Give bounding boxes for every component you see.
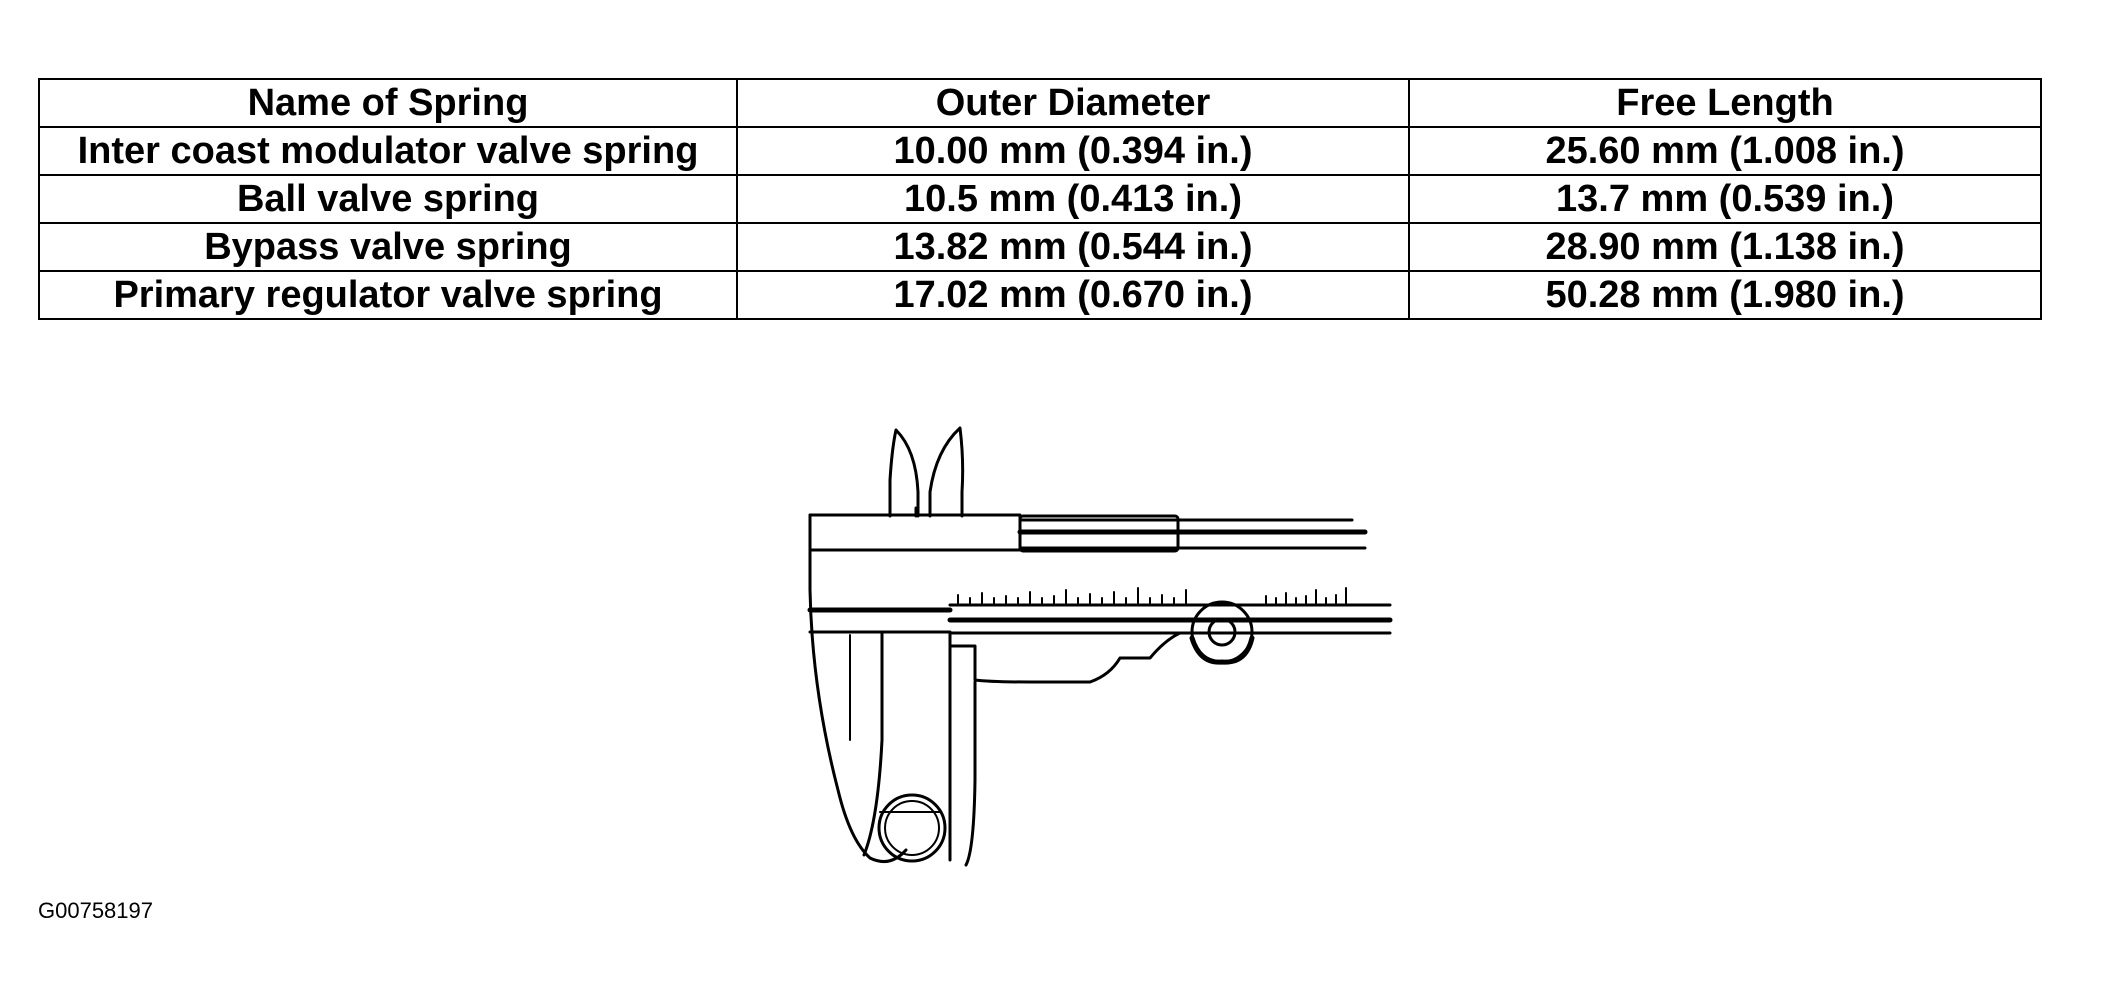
table-header-row: Name of Spring Outer Diameter Free Lengt… (38, 78, 2042, 128)
outer-diameter-cell: 17.02 mm (0.670 in.) (736, 270, 1410, 320)
spring-name-cell: Ball valve spring (38, 174, 738, 224)
header-outer-diameter: Outer Diameter (736, 78, 1410, 128)
spring-name-cell: Inter coast modulator valve spring (38, 126, 738, 176)
table-row: Bypass valve spring 13.82 mm (0.544 in.)… (38, 222, 2042, 272)
table-row: Inter coast modulator valve spring 10.00… (38, 126, 2042, 176)
table-row: Primary regulator valve spring 17.02 mm … (38, 270, 2042, 320)
spring-name-cell: Bypass valve spring (38, 222, 738, 272)
outer-diameter-cell: 13.82 mm (0.544 in.) (736, 222, 1410, 272)
spring-name-cell: Primary regulator valve spring (38, 270, 738, 320)
free-length-cell: 28.90 mm (1.138 in.) (1408, 222, 2042, 272)
vernier-caliper-measuring-spring-icon (790, 420, 1410, 880)
outer-diameter-cell: 10.5 mm (0.413 in.) (736, 174, 1410, 224)
free-length-cell: 50.28 mm (1.980 in.) (1408, 270, 2042, 320)
header-name-of-spring: Name of Spring (38, 78, 738, 128)
header-free-length: Free Length (1408, 78, 2042, 128)
free-length-cell: 13.7 mm (0.539 in.) (1408, 174, 2042, 224)
figure-id-label: G00758197 (38, 898, 153, 923)
free-length-cell: 25.60 mm (1.008 in.) (1408, 126, 2042, 176)
spring-spec-table: Name of Spring Outer Diameter Free Lengt… (38, 78, 2042, 320)
outer-diameter-cell: 10.00 mm (0.394 in.) (736, 126, 1410, 176)
table-row: Ball valve spring 10.5 mm (0.413 in.) 13… (38, 174, 2042, 224)
